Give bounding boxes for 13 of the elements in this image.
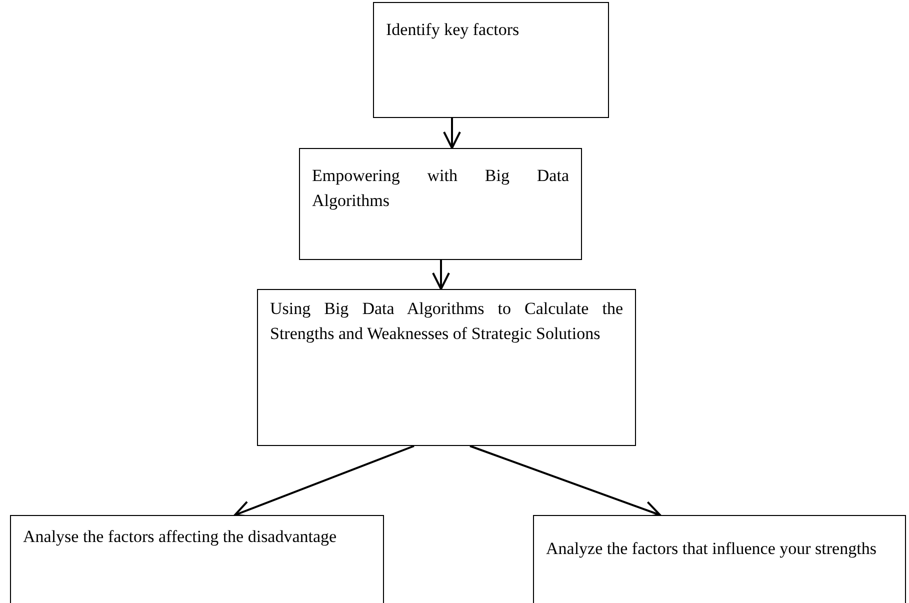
- process-box: [10, 515, 384, 603]
- process-box: [373, 2, 609, 118]
- arrow: [432, 260, 450, 290]
- box-text: Analyse the factors affecting the disadvantage: [23, 526, 338, 548]
- process-box: [533, 515, 906, 603]
- box-text: Analyze the factors that influence your strengths: [546, 538, 878, 560]
- box-text: Using Big Data Algorithms to Calculate the Strengths and Weaknesses of Strategic Solutions: [270, 298, 623, 345]
- process-box: [257, 289, 636, 446]
- process-box: [299, 148, 582, 260]
- arrow: [234, 445, 414, 518]
- box-text: Empowering with Big Data Algorithms: [312, 165, 569, 212]
- arrow: [443, 118, 461, 149]
- box-text: Identify key factors: [386, 19, 520, 41]
